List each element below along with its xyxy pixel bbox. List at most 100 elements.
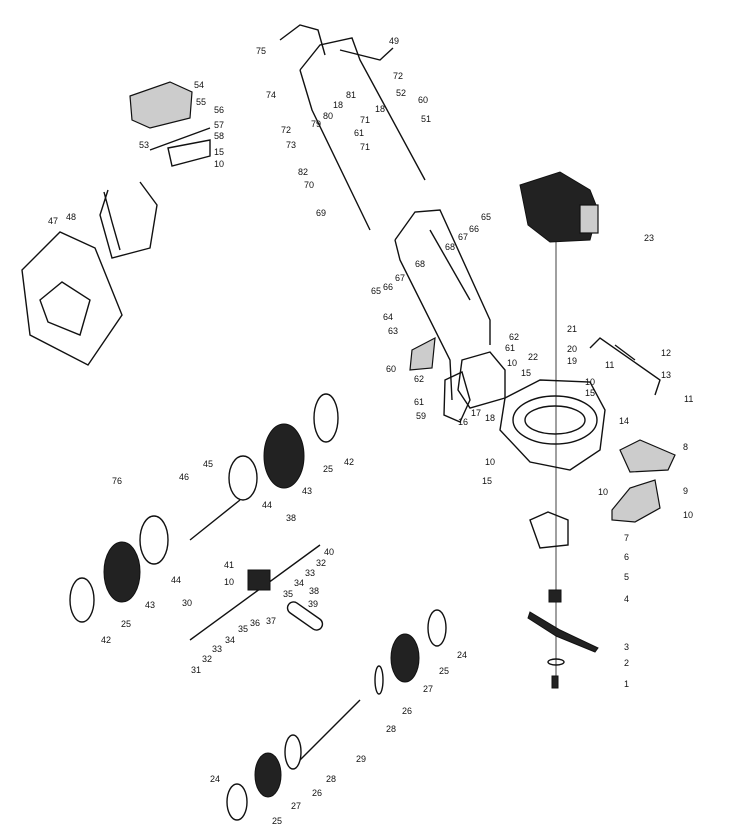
part-number-label: 10 bbox=[507, 358, 517, 368]
part-number-label: 6 bbox=[624, 552, 629, 562]
grass-bag bbox=[21, 231, 123, 366]
part-number-label: 76 bbox=[112, 476, 122, 486]
part-number-label: 9 bbox=[683, 486, 688, 496]
part-number-label: 31 bbox=[191, 665, 201, 675]
part-number-label: 59 bbox=[416, 411, 426, 421]
part-number-label: 42 bbox=[344, 457, 354, 467]
part-number-label: 71 bbox=[360, 142, 370, 152]
part-number-label: 65 bbox=[481, 212, 491, 222]
part-number-label: 22 bbox=[528, 352, 538, 362]
part-number-label: 79 bbox=[311, 119, 321, 129]
part-number-label: 11 bbox=[605, 360, 614, 370]
part-number-label: 15 bbox=[482, 476, 492, 486]
part-number-label: 24 bbox=[457, 650, 467, 660]
part-number-label: 30 bbox=[182, 598, 192, 608]
carry-handle bbox=[589, 337, 661, 396]
part-number-label: 51 bbox=[421, 114, 431, 124]
part-number-label: 70 bbox=[304, 180, 314, 190]
part-number-label: 62 bbox=[414, 374, 424, 384]
part-number-label: 35 bbox=[283, 589, 293, 599]
part-number-label: 72 bbox=[281, 125, 291, 135]
part-number-label: 42 bbox=[101, 635, 111, 645]
part-number-label: 37 bbox=[266, 616, 276, 626]
part-number-label: 25 bbox=[439, 666, 449, 676]
part-number-label: 12 bbox=[661, 348, 671, 358]
part-number-label: 34 bbox=[294, 578, 304, 588]
part-number-label: 21 bbox=[567, 324, 577, 334]
part-number-label: 32 bbox=[202, 654, 212, 664]
part-number-label: 7 bbox=[624, 533, 629, 543]
part-number-label: 27 bbox=[291, 801, 301, 811]
part-number-label: 45 bbox=[203, 459, 213, 469]
bag-frame bbox=[99, 181, 158, 259]
part-number-label: 60 bbox=[386, 364, 396, 374]
part-number-label: 18 bbox=[375, 104, 385, 114]
part-number-label: 10 bbox=[598, 487, 608, 497]
rear-guard bbox=[409, 336, 506, 423]
part-number-label: 66 bbox=[383, 282, 393, 292]
upper-handle bbox=[279, 24, 426, 231]
part-number-label: 15 bbox=[585, 388, 595, 398]
part-number-label: 72 bbox=[393, 71, 403, 81]
part-number-label: 75 bbox=[256, 46, 266, 56]
part-number-label: 32 bbox=[316, 558, 326, 568]
part-number-label: 17 bbox=[471, 408, 481, 418]
part-number-label: 11 bbox=[684, 394, 693, 404]
blade-assembly bbox=[527, 511, 599, 689]
part-labels: 7574497252721881807918716173605171827069… bbox=[48, 36, 693, 826]
part-number-label: 43 bbox=[302, 486, 312, 496]
part-number-label: 80 bbox=[323, 111, 333, 121]
part-number-label: 25 bbox=[121, 619, 131, 629]
part-number-label: 58 bbox=[214, 131, 224, 141]
part-number-label: 71 bbox=[360, 115, 370, 125]
part-number-label: 2 bbox=[624, 658, 629, 668]
part-number-label: 15 bbox=[521, 368, 531, 378]
part-number-label: 39 bbox=[308, 599, 318, 609]
part-number-label: 57 bbox=[214, 120, 224, 130]
part-number-label: 56 bbox=[214, 105, 224, 115]
front-wheels bbox=[226, 609, 447, 821]
part-number-label: 3 bbox=[624, 642, 629, 652]
part-number-label: 49 bbox=[389, 36, 399, 46]
part-number-label: 43 bbox=[145, 600, 155, 610]
part-number-label: 47 bbox=[48, 216, 58, 226]
part-number-label: 19 bbox=[567, 356, 577, 366]
part-number-label: 28 bbox=[386, 724, 396, 734]
part-number-label: 18 bbox=[485, 413, 495, 423]
part-number-label: 13 bbox=[661, 370, 671, 380]
part-number-label: 41 bbox=[224, 560, 234, 570]
part-number-label: 20 bbox=[567, 344, 577, 354]
part-number-label: 10 bbox=[683, 510, 693, 520]
part-number-label: 10 bbox=[224, 577, 234, 587]
mower-deck bbox=[499, 379, 606, 471]
part-number-label: 33 bbox=[305, 568, 315, 578]
part-number-label: 26 bbox=[312, 788, 322, 798]
part-number-label: 61 bbox=[354, 128, 364, 138]
part-number-label: 68 bbox=[415, 259, 425, 269]
part-number-label: 27 bbox=[423, 684, 433, 694]
part-number-label: 28 bbox=[326, 774, 336, 784]
part-number-label: 38 bbox=[286, 513, 296, 523]
part-number-label: 26 bbox=[402, 706, 412, 716]
part-number-label: 34 bbox=[225, 635, 235, 645]
part-number-label: 25 bbox=[272, 816, 282, 826]
part-number-label: 29 bbox=[356, 754, 366, 764]
part-number-label: 10 bbox=[485, 457, 495, 467]
front-guard bbox=[611, 439, 676, 523]
part-number-label: 64 bbox=[383, 312, 393, 322]
part-number-label: 10 bbox=[214, 159, 224, 169]
part-number-label: 65 bbox=[371, 286, 381, 296]
part-number-label: 16 bbox=[458, 417, 468, 427]
part-number-label: 63 bbox=[388, 326, 398, 336]
rear-flap bbox=[129, 81, 211, 167]
part-number-label: 18 bbox=[333, 100, 343, 110]
part-number-label: 48 bbox=[66, 212, 76, 222]
part-number-label: 44 bbox=[262, 500, 272, 510]
part-number-label: 33 bbox=[212, 644, 222, 654]
part-number-label: 73 bbox=[286, 140, 296, 150]
part-number-label: 23 bbox=[644, 233, 654, 243]
part-number-label: 1 bbox=[624, 679, 629, 689]
part-number-label: 36 bbox=[250, 618, 260, 628]
part-number-label: 40 bbox=[324, 547, 334, 557]
